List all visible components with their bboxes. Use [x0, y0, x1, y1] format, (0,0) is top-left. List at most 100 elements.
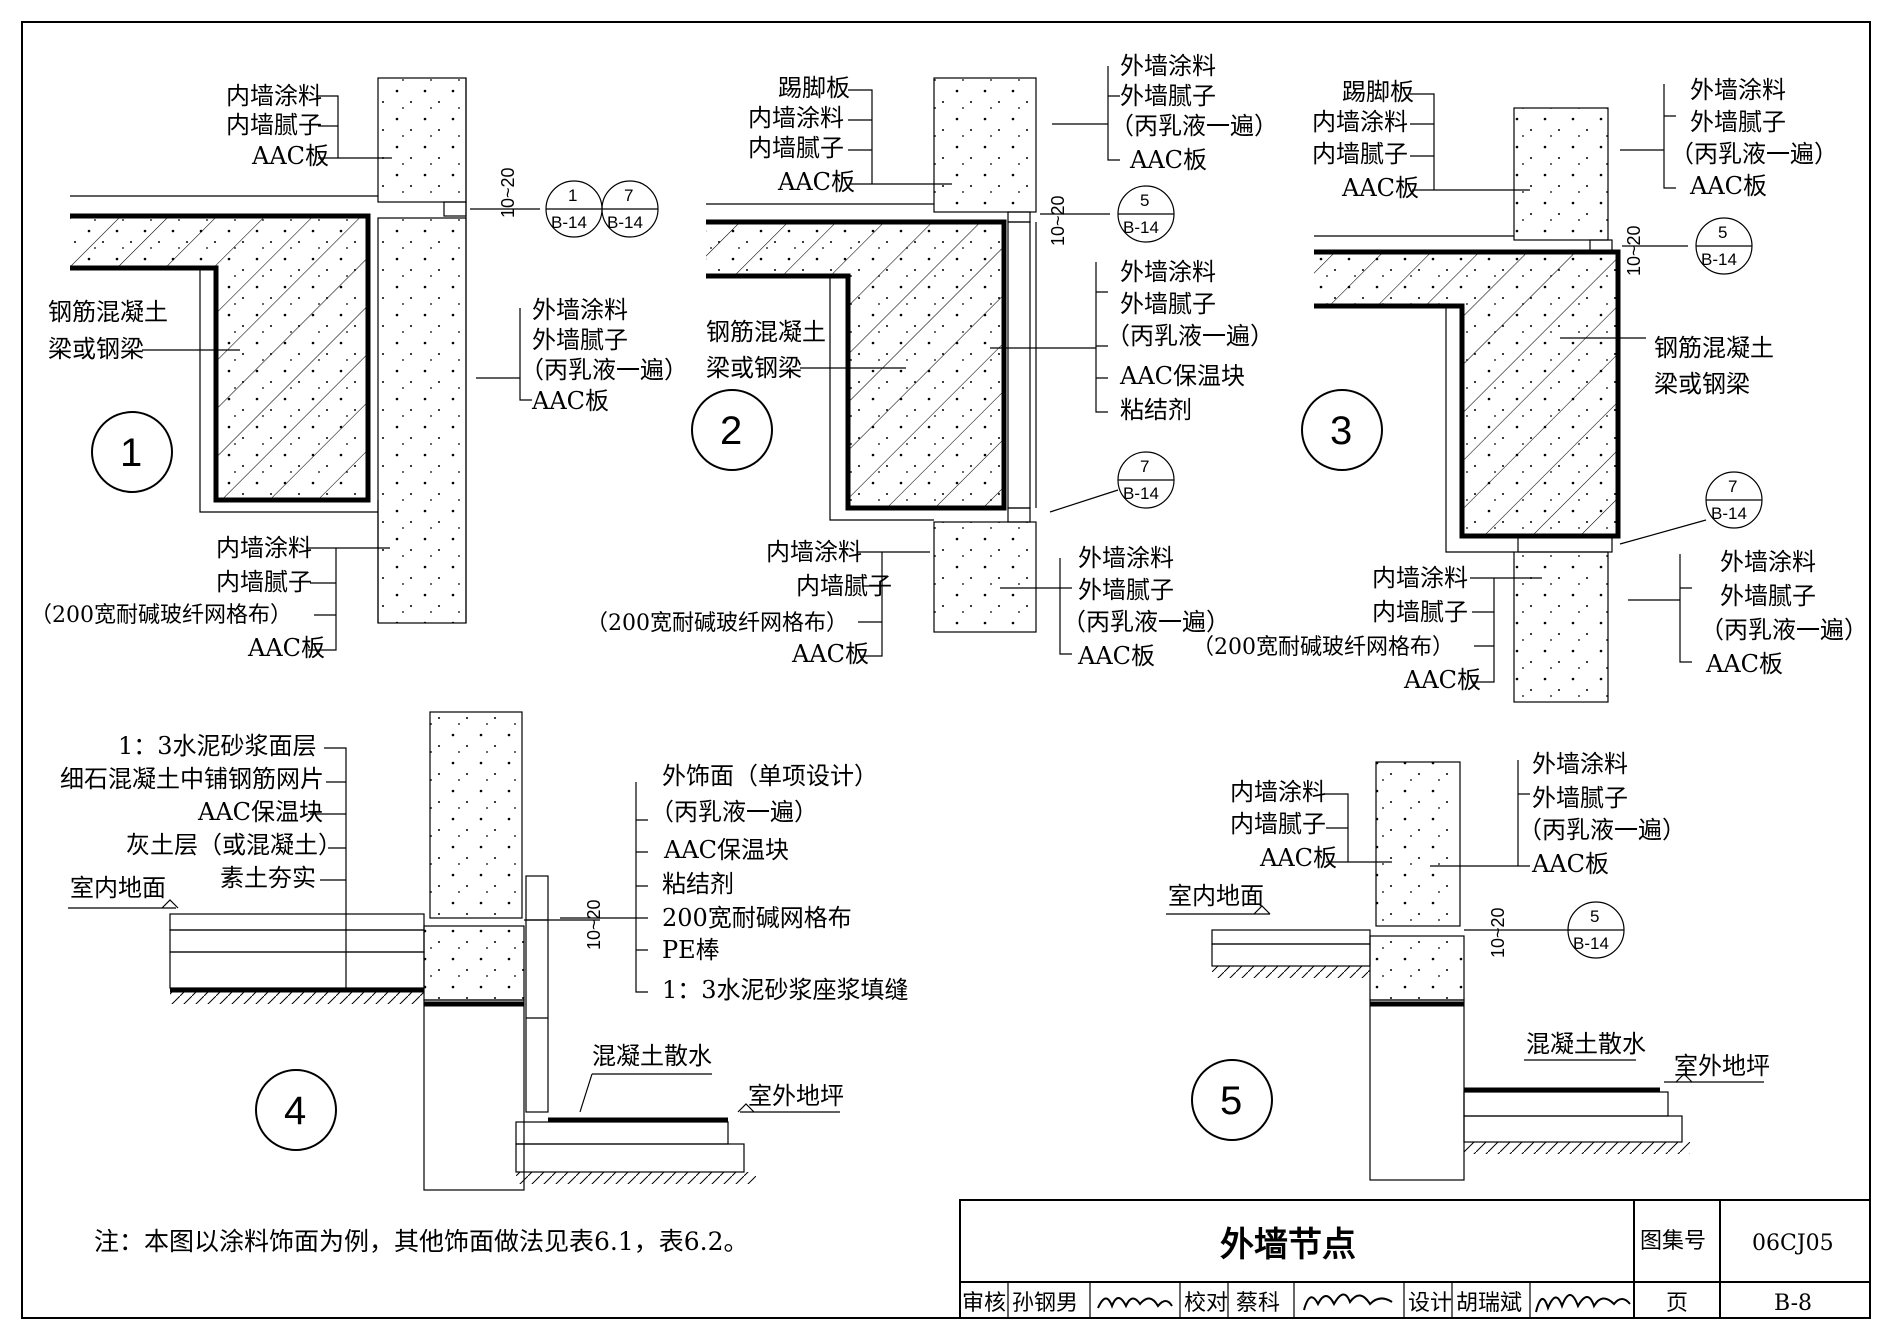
svg-text:7: 7 [624, 186, 633, 205]
floor-label: 室内地面 [70, 874, 166, 902]
svg-text:3: 3 [1330, 409, 1352, 453]
svg-text:外墙涂料: 外墙涂料 [1120, 258, 1216, 286]
label: 外墙涂料 [532, 296, 628, 324]
detail-5: 10~20 5 B-14 内墙涂料 内墙腻子 AAC板 室内地面 外墙涂料 外墙… [1166, 750, 1770, 1181]
check-label: 校对 [1184, 1291, 1228, 1316]
label: 外墙腻子 [532, 326, 628, 354]
svg-text:AAC保温块: AAC保温块 [1119, 362, 1245, 390]
svg-text:AAC板: AAC板 [1341, 174, 1419, 202]
svg-text:B-14: B-14 [1711, 504, 1747, 523]
svg-text:外墙腻子: 外墙腻子 [1078, 576, 1174, 604]
svg-text:梁或钢梁: 梁或钢梁 [1654, 370, 1750, 398]
svg-text:5: 5 [1718, 223, 1727, 242]
svg-text:4: 4 [284, 1089, 306, 1133]
review-label: 审核 [962, 1291, 1006, 1316]
detail-number-4 [255, 1069, 337, 1151]
svg-text:（丙乳液一遍）: （丙乳液一遍） [1106, 322, 1274, 350]
svg-text:AAC板: AAC板 [1259, 844, 1337, 872]
joint-dim: 10~20 [1624, 225, 1644, 276]
detail-1: 10~20 1 B-14 7 B-14 内墙涂料 内墙腻子 AAC板 钢筋混凝土… [30, 77, 688, 662]
svg-text:5: 5 [1140, 191, 1149, 210]
detail-number-5 [1191, 1059, 1273, 1141]
detail-4: 10~20 1：3水泥砂浆面层 细石混凝土中铺钢筋网片 AAC保温块 灰土层（或… [60, 711, 909, 1191]
svg-text:1: 1 [568, 186, 577, 205]
svg-text:7: 7 [1140, 457, 1149, 476]
svg-text:外饰面（单项设计）: 外饰面（单项设计） [662, 762, 878, 790]
svg-text:B-14: B-14 [1573, 934, 1609, 953]
svg-text:AAC板: AAC板 [1403, 666, 1481, 694]
svg-text:（丙乳液一遍）: （丙乳液一遍） [650, 798, 818, 826]
svg-text:内墙腻子: 内墙腻子 [748, 134, 844, 162]
svg-text:踢脚板: 踢脚板 [778, 74, 850, 102]
detail-3: 10~20 5 B-14 7 B-14 踢脚板 内墙涂料 内墙腻子 AAC板 外… [1192, 76, 1868, 703]
note-text: 注：本图以涂料饰面为例，其他饰面做法见表6.1，表6.2。 [94, 1227, 749, 1256]
page-label: 页 [1666, 1291, 1688, 1316]
svg-text:内墙涂料: 内墙涂料 [1372, 564, 1468, 592]
svg-text:室外地坪: 室外地坪 [748, 1082, 844, 1110]
svg-text:AAC板: AAC板 [777, 168, 855, 196]
svg-text:（丙乳液一遍）: （丙乳液一遍） [1700, 616, 1868, 644]
aac-insulation-block [1007, 221, 1031, 509]
svg-text:B-14: B-14 [1123, 218, 1159, 237]
svg-text:混凝土散水: 混凝土散水 [592, 1042, 712, 1070]
beam-label: 梁或钢梁 [48, 335, 144, 363]
svg-text:内墙腻子: 内墙腻子 [1230, 810, 1326, 838]
foundation-wall [1369, 999, 1465, 1181]
svg-text:1：3水泥砂浆面层: 1：3水泥砂浆面层 [118, 732, 317, 760]
atlas-label: 图集号 [1640, 1229, 1706, 1254]
detail-number-3 [1301, 389, 1383, 471]
label: （200宽耐碱玻纤网格布） [30, 603, 292, 628]
svg-text:外墙腻子: 外墙腻子 [1120, 82, 1216, 110]
detail-number-1 [91, 411, 173, 493]
svg-text:7: 7 [1728, 477, 1737, 496]
svg-text:钢筋混凝土: 钢筋混凝土 [1654, 334, 1774, 362]
design-label: 设计 [1408, 1291, 1452, 1316]
svg-text:内墙腻子: 内墙腻子 [1372, 598, 1468, 626]
svg-text:（丙乳液一遍）: （丙乳液一遍） [1670, 140, 1838, 168]
svg-text:（丙乳液一遍）: （丙乳液一遍） [1518, 816, 1686, 844]
page-number: B-8 [1774, 1291, 1812, 1316]
svg-text:外墙涂料: 外墙涂料 [1120, 52, 1216, 80]
joint-dim: 10~20 [1488, 907, 1508, 958]
label: 内墙腻子 [226, 111, 322, 139]
svg-text:踢脚板: 踢脚板 [1342, 78, 1414, 106]
svg-text:B-14: B-14 [607, 213, 643, 232]
svg-text:内墙涂料: 内墙涂料 [766, 538, 862, 566]
detail-number-2 [691, 389, 773, 471]
label: AAC板 [247, 634, 325, 662]
foundation-wall [423, 999, 525, 1191]
label: 内墙腻子 [216, 568, 312, 596]
svg-text:1：3水泥砂浆座浆填缝: 1：3水泥砂浆座浆填缝 [662, 976, 909, 1004]
svg-text:粘结剂: 粘结剂 [662, 870, 734, 898]
svg-text:B-14: B-14 [551, 213, 587, 232]
svg-text:灰土层（或混凝土）: 灰土层（或混凝土） [126, 831, 342, 859]
drawing-title: 外墙节点 [1220, 1225, 1356, 1265]
checker-signature [1303, 1293, 1393, 1311]
svg-text:AAC保温块: AAC保温块 [663, 836, 789, 864]
svg-text:（200宽耐碱玻纤网格布）: （200宽耐碱玻纤网格布） [1192, 635, 1454, 660]
svg-text:B-14: B-14 [1123, 484, 1159, 503]
atlas-number: 06CJ05 [1752, 1231, 1834, 1256]
svg-text:外墙腻子: 外墙腻子 [1690, 108, 1786, 136]
svg-text:5: 5 [1590, 907, 1599, 926]
svg-text:外墙涂料: 外墙涂料 [1532, 750, 1628, 778]
floor-label: 室内地面 [1168, 882, 1264, 910]
svg-text:外墙腻子: 外墙腻子 [1720, 582, 1816, 610]
svg-text:钢筋混凝土: 钢筋混凝土 [706, 318, 826, 346]
detail-2: 10~20 5 B-14 7 B-14 踢脚板 内墙涂料 内墙腻子 AAC板 外… [586, 52, 1278, 670]
svg-text:内墙涂料: 内墙涂料 [1312, 108, 1408, 136]
svg-text:素土夯实: 素土夯实 [220, 864, 316, 892]
svg-text:（丙乳液一遍）: （丙乳液一遍） [1110, 112, 1278, 140]
joint-dim: 10~20 [584, 899, 604, 950]
svg-text:PE棒: PE棒 [662, 936, 720, 964]
svg-text:外墙腻子: 外墙腻子 [1120, 290, 1216, 318]
checker-name: 蔡科 [1236, 1291, 1280, 1316]
svg-text:梁或钢梁: 梁或钢梁 [706, 354, 802, 382]
reviewer-signature [1097, 1297, 1173, 1309]
svg-text:（200宽耐碱玻纤网格布）: （200宽耐碱玻纤网格布） [586, 611, 848, 636]
label: （丙乳液一遍） [520, 356, 688, 384]
svg-text:室外地坪: 室外地坪 [1674, 1052, 1770, 1080]
svg-text:AAC板: AAC板 [791, 640, 869, 668]
svg-text:外墙涂料: 外墙涂料 [1720, 548, 1816, 576]
